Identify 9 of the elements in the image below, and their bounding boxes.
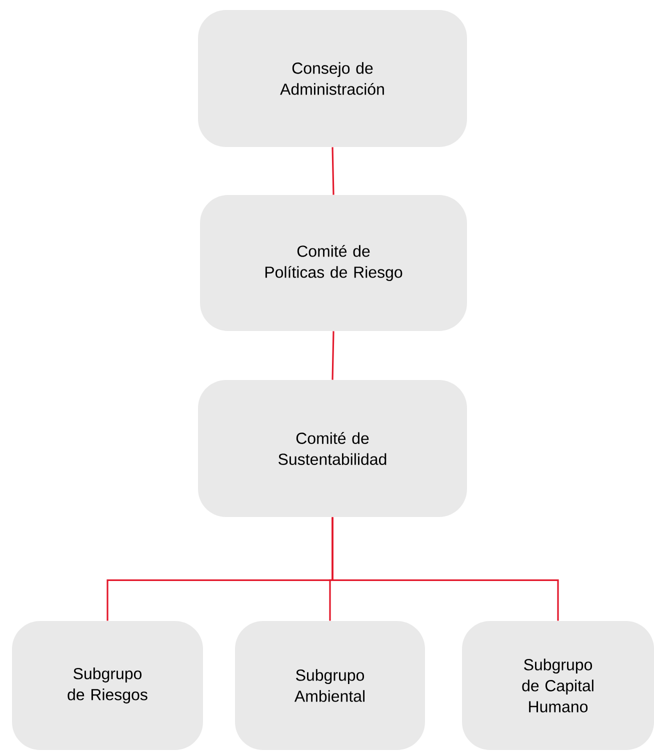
connector-line (332, 147, 334, 195)
org-box: Subgrupo Ambiental (235, 621, 425, 750)
org-box: Comité de Políticas de Riesgo (200, 195, 467, 331)
org-box: Subgrupo de Riesgos (12, 621, 203, 750)
connector-line (332, 331, 334, 380)
org-box: Comité de Sustentabilidad (198, 380, 467, 517)
connector-line (332, 517, 559, 621)
org-box: Consejo de Administración (198, 10, 467, 147)
org-box: Subgrupo de Capital Humano (462, 621, 654, 750)
